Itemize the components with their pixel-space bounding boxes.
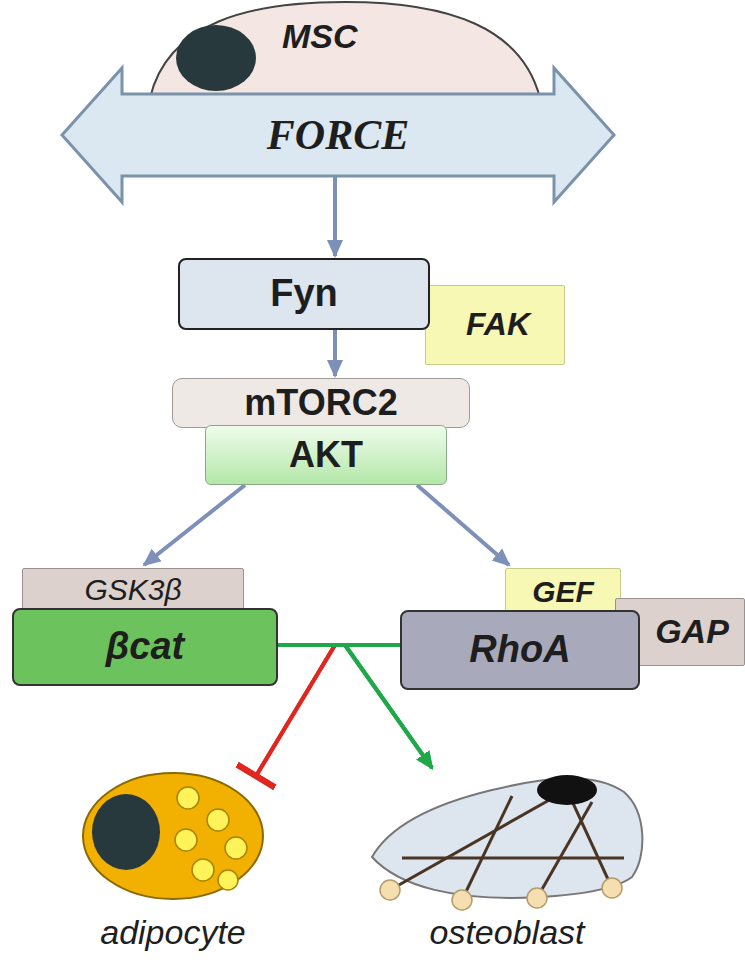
- node-label: RhoA: [469, 629, 570, 671]
- cell-label: osteoblast: [430, 914, 585, 951]
- label-box: FAK: [425, 285, 565, 365]
- node-label: AKT: [289, 435, 363, 475]
- cell-nucleus: [176, 25, 256, 91]
- cell-figure: adipocyte: [78, 768, 268, 904]
- cell-figure: FORCE: [60, 66, 616, 204]
- shape-outline: [362, 762, 652, 910]
- cell-figure: MSC: [150, 0, 540, 98]
- node-label: GEF: [532, 575, 594, 608]
- node-label: GSK3β: [84, 573, 181, 606]
- connector-arrow: [333, 176, 337, 256]
- lipid-droplets: [175, 787, 247, 890]
- cytoskeleton-lines: [390, 790, 624, 900]
- label-box: AKT: [205, 425, 447, 485]
- shape-outline: [78, 768, 268, 904]
- cell-label: FORCE: [267, 112, 409, 158]
- adipocyte-nucleus: [92, 794, 160, 870]
- label-box: Fyn: [178, 258, 430, 330]
- label-box: mTORC2: [172, 378, 470, 428]
- label-box: βcat: [12, 608, 278, 686]
- node-label: Fyn: [270, 273, 338, 315]
- connector-arrow: [417, 485, 509, 565]
- node-label: βcat: [106, 626, 185, 668]
- connector-arrow: [144, 485, 245, 565]
- label-box: GSK3β: [22, 568, 244, 612]
- adipocyte-body: [83, 773, 263, 899]
- node-label: FAK: [466, 307, 530, 342]
- cell-label: MSC: [282, 18, 358, 55]
- connector-arrow: [333, 330, 337, 376]
- node-label: GAP: [655, 613, 729, 650]
- node-label: mTORC2: [244, 383, 397, 423]
- force-arrow: [62, 68, 614, 202]
- cell-label: adipocyte: [100, 914, 246, 951]
- osteoblast-body: [372, 778, 642, 898]
- cell-processes: [380, 878, 622, 910]
- osteoblast-nucleus: [537, 775, 597, 805]
- cell-body: [150, 2, 540, 98]
- cell-figure: osteoblast: [362, 762, 652, 910]
- label-box: RhoA: [400, 610, 640, 690]
